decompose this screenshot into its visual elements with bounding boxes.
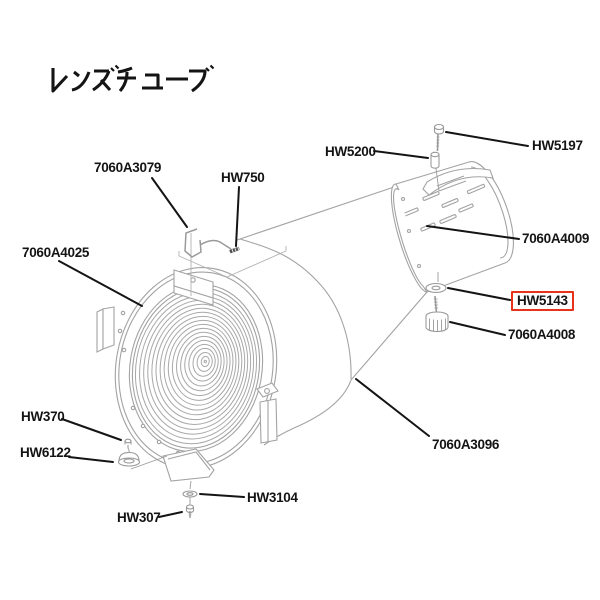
part-label-7060a4009: 7060A4009 xyxy=(522,231,590,246)
screw-hw307 xyxy=(185,504,195,518)
ring-brackets xyxy=(96,269,279,482)
part-label-7060a3096: 7060A3096 xyxy=(432,437,500,452)
rear-cylinder xyxy=(390,161,514,293)
part-label-hw307: HW307 xyxy=(117,510,161,525)
part-label-hw5200: HW5200 xyxy=(325,144,376,159)
mounting-plate-outline xyxy=(178,246,287,278)
hardware xyxy=(117,123,449,518)
part-label-hw5143-highlighted: HW5143 xyxy=(511,291,574,311)
leader-lines xyxy=(58,131,529,518)
screw-hw5197 xyxy=(433,123,445,152)
part-label-hw750: HW750 xyxy=(221,170,265,185)
part-label-hw370: HW370 xyxy=(21,409,65,424)
washer-hw3104 xyxy=(182,490,198,498)
part-label-7060a3079: 7060A3079 xyxy=(94,160,162,175)
spacer-hw5200 xyxy=(430,151,440,169)
page-title-text: レンズチューブ xyxy=(46,62,205,96)
part-label-hw3104: HW3104 xyxy=(247,490,298,505)
wire-clip xyxy=(184,228,232,258)
washer-hw5143 xyxy=(425,272,447,294)
fresnel-lens-assembly xyxy=(96,267,279,482)
clip-and-plate xyxy=(178,228,287,296)
pin-hw750 xyxy=(229,246,240,254)
part-label-7060a4008: 7060A4008 xyxy=(508,327,576,342)
foot-hw6122 xyxy=(117,451,141,467)
knob-7060a4008 xyxy=(425,295,449,333)
screw-hw370 xyxy=(124,438,132,449)
part-label-hw5197: HW5197 xyxy=(532,138,583,153)
part-label-7060a4025: 7060A4025 xyxy=(22,245,90,260)
vent-slots xyxy=(403,183,486,232)
page-title: レンズチューブ xyxy=(46,62,216,96)
part-label-hw6122: HW6122 xyxy=(20,445,71,460)
page-title-glyphs xyxy=(51,64,215,93)
flange-holes xyxy=(400,196,422,269)
